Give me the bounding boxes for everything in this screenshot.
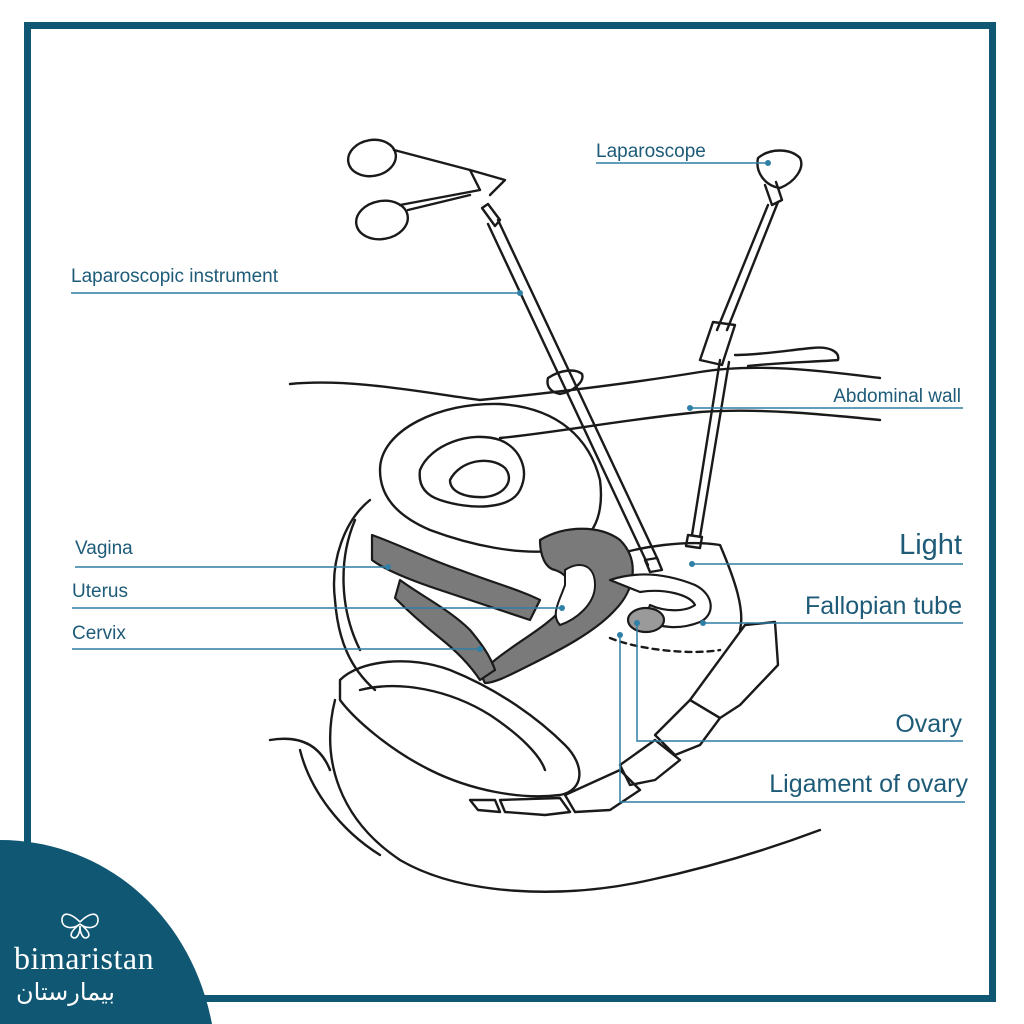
laparoscope-drawing: [684, 149, 840, 550]
label-abdominal-wall: Abdominal wall: [833, 386, 961, 407]
label-vagina: Vagina: [75, 538, 133, 559]
label-cervix: Cervix: [72, 623, 126, 644]
abdominal-wall-outline: [288, 366, 882, 402]
label-laparoscopic-instrument: Laparoscopic instrument: [71, 266, 278, 287]
label-laparoscope: Laparoscope: [596, 141, 706, 162]
cervix-shape: [393, 578, 497, 682]
bimaristan-logo: [0, 840, 212, 1024]
vagina-shape: [370, 533, 542, 622]
label-ligament-of-ovary: Ligament of ovary: [769, 770, 968, 798]
leader-ovary: [636, 623, 963, 742]
label-ovary: Ovary: [895, 710, 962, 738]
fallopian-tube-shape: [608, 573, 712, 629]
ovary-shape: [626, 606, 666, 634]
label-light: Light: [899, 529, 962, 561]
butterfly-icon: [61, 913, 99, 939]
rectum-outline: [338, 660, 581, 798]
laparoscopic-instrument-drawing: [346, 138, 664, 574]
logo-wordmark-arabic: بيمارستان: [16, 978, 115, 1006]
logo-wordmark: bimaristan: [14, 940, 155, 976]
diagram-frame: [24, 22, 996, 1002]
leader-ligament: [619, 635, 965, 803]
label-fallopian-tube: Fallopian tube: [804, 592, 962, 620]
sacrum-segment: [688, 620, 780, 720]
bladder-outline: [378, 402, 603, 553]
label-uterus: Uterus: [72, 581, 128, 602]
